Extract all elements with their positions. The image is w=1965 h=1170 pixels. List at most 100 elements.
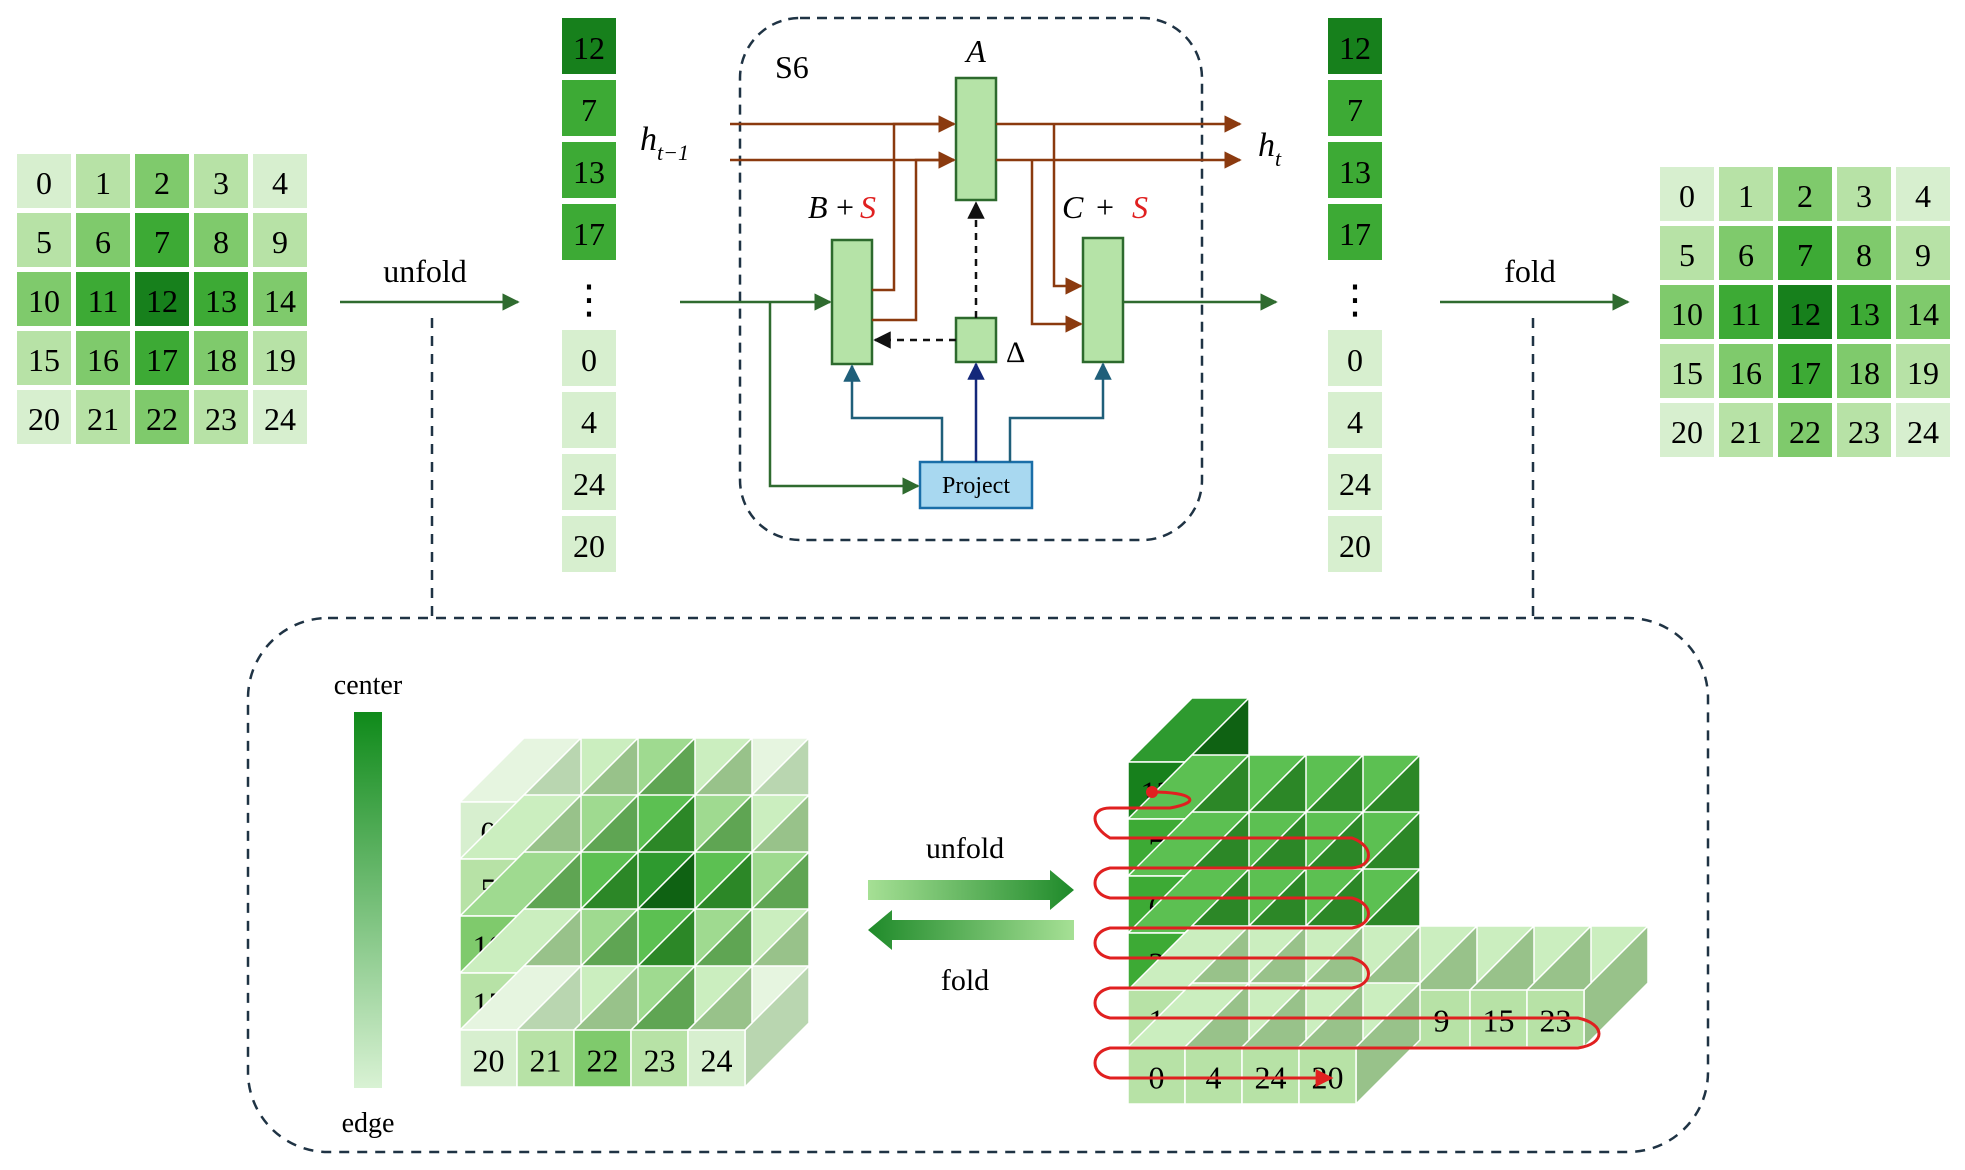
cube-bar-front	[573, 1029, 632, 1088]
seq-left-token	[562, 516, 616, 572]
output-grid-cell	[1778, 285, 1832, 339]
fold-arrow-top: fold	[1440, 253, 1630, 311]
input-grid-cell	[17, 390, 71, 444]
seq-left-token-label: 4	[581, 404, 597, 440]
output-grid-cell	[1837, 344, 1891, 398]
input-grid-cell-label: 7	[154, 224, 170, 260]
input-grid-cell-label: 21	[87, 401, 119, 437]
input-grid-cell-label: 15	[28, 342, 60, 378]
input-grid-cell-label: 24	[264, 401, 296, 437]
seq-left-token	[562, 330, 616, 386]
output-grid-cell-label: 0	[1679, 178, 1695, 214]
seq-left-token-label: 7	[581, 92, 597, 128]
input-grid-cell	[76, 390, 130, 444]
output-grid-cell	[1837, 403, 1891, 457]
output-grid-cell-label: 9	[1915, 237, 1931, 273]
input-grid-cell-label: 20	[28, 401, 60, 437]
input-grid-cell	[253, 154, 307, 208]
cube-bar-label: 24	[701, 1043, 733, 1079]
seq-left-token	[562, 392, 616, 448]
input-grid-cell	[253, 390, 307, 444]
input-grid-cell	[17, 331, 71, 385]
output-grid-cell	[1660, 167, 1714, 221]
input-grid-cell	[194, 154, 248, 208]
b-label: B	[808, 189, 828, 225]
seq-left-token-label: 17	[573, 216, 605, 252]
unfold-label-top: unfold	[383, 253, 467, 289]
unfolded-staircase: 1271317116818162142210131921591523042420	[1126, 696, 1650, 1106]
input-grid-cell-label: 9	[272, 224, 288, 260]
input-grid-cell	[76, 272, 130, 326]
output-grid-cell	[1837, 226, 1891, 280]
input-grid-cell-label: 13	[205, 283, 237, 319]
output-grid-cell-label: 13	[1848, 296, 1880, 332]
stair-bar-front	[1184, 1046, 1243, 1105]
input-grid-cell-label: 23	[205, 401, 237, 437]
input-grid-cell	[76, 331, 130, 385]
input-grid-cell	[17, 213, 71, 267]
output-grid-cell-label: 12	[1789, 296, 1821, 332]
output-grid-cell	[1660, 285, 1714, 339]
projection-lines	[843, 362, 1112, 462]
project-label: Project	[942, 473, 1010, 499]
delta-arrows	[873, 201, 985, 349]
stair-bar-label: 9	[1434, 1003, 1450, 1039]
seq-left-token	[562, 80, 616, 136]
fold-gradient-arrow	[868, 910, 1074, 950]
seq-right-token-label: 7	[1347, 92, 1363, 128]
seq-right-token	[1328, 454, 1382, 510]
stair-bar-front	[1127, 1046, 1186, 1105]
input-grid-cell	[194, 272, 248, 326]
delta-label: Δ	[1006, 336, 1025, 369]
cube-bar-front	[459, 1029, 518, 1088]
seq-left-ellipsis: ⋮	[569, 277, 609, 323]
output-grid-cell	[1719, 344, 1773, 398]
seq-left-token-label: 20	[573, 528, 605, 564]
seq-left-token-label: 12	[573, 30, 605, 66]
cube-bar-label: 23	[644, 1043, 676, 1079]
output-grid-cell	[1719, 403, 1773, 457]
output-grid-cell-label: 24	[1907, 414, 1939, 450]
fold-label-mid: fold	[941, 964, 989, 997]
input-grid-cell-label: 4	[272, 165, 288, 201]
output-grid-cell	[1837, 285, 1891, 339]
input-grid-cell	[76, 213, 130, 267]
input-grid-cell	[194, 390, 248, 444]
output-grid-cell	[1660, 344, 1714, 398]
input-grid-cell-label: 16	[87, 342, 119, 378]
seq-right-token	[1328, 516, 1382, 572]
seq-left-token	[562, 142, 616, 198]
input-grid-cell-label: 6	[95, 224, 111, 260]
output-grid-cell-label: 16	[1730, 355, 1762, 391]
cube-bar-front	[630, 1029, 689, 1088]
seq-left-token-label: 24	[573, 466, 605, 502]
seq-left-token	[562, 204, 616, 260]
input-grid-cell	[135, 272, 189, 326]
a-label: A	[964, 33, 986, 69]
stair-bar-front	[1241, 1046, 1300, 1105]
output-grid-cell	[1719, 285, 1773, 339]
unfold-fold-arrows: unfold fold	[868, 832, 1074, 997]
output-grid-cell-label: 22	[1789, 414, 1821, 450]
seq-left-token	[562, 454, 616, 510]
seq-right-ellipsis: ⋮	[1335, 277, 1375, 323]
input-grid-cell	[76, 154, 130, 208]
seq-right-token-label: 13	[1339, 154, 1371, 190]
unfold-arrow-top: unfold	[340, 253, 520, 311]
output-grid-cell-label: 19	[1907, 355, 1939, 391]
output-grid-cell-label: 17	[1789, 355, 1821, 391]
b-plus: +	[836, 189, 854, 225]
input-grid-cell-label: 12	[146, 283, 178, 319]
seq-right-token-label: 17	[1339, 216, 1371, 252]
output-grid-cell	[1660, 403, 1714, 457]
input-grid-cell	[135, 154, 189, 208]
input-grid-cell-label: 22	[146, 401, 178, 437]
output-grid-cell-label: 18	[1848, 355, 1880, 391]
seq-right-token-label: 20	[1339, 528, 1371, 564]
output-grid-cell	[1719, 226, 1773, 280]
output-grid-cell	[1896, 403, 1950, 457]
